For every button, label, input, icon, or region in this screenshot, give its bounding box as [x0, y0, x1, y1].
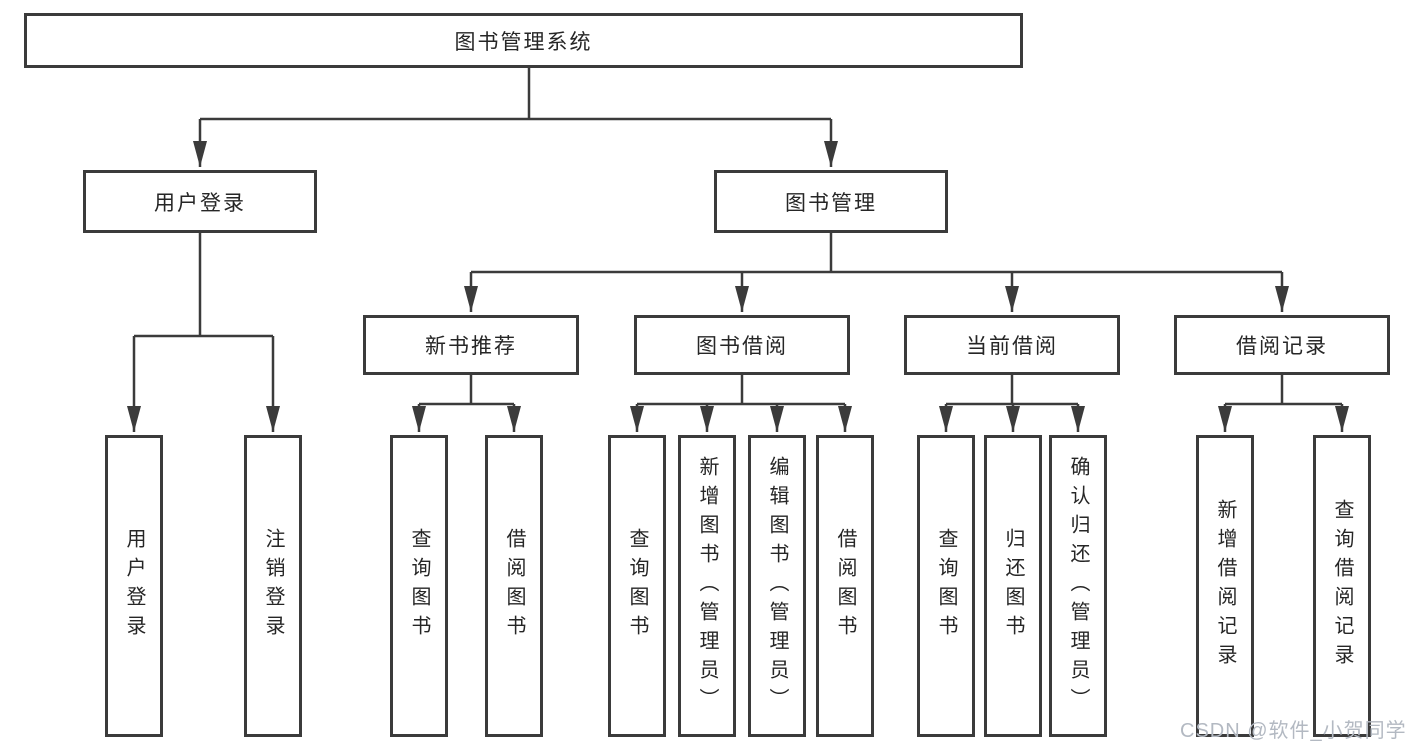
watermark: CSDN @软件_小贺同学 — [1180, 720, 1405, 742]
node-root: 图书管理系统 — [24, 13, 1023, 68]
node-book-borrowing-label: 图书借阅 — [696, 335, 788, 358]
node-nbr-borrow-books-label: 借阅图书 — [503, 528, 525, 644]
node-book-borrowing: 图书借阅 — [634, 315, 850, 375]
node-book-management: 图书管理 — [714, 170, 948, 233]
node-leaf-user-login-label: 用户登录 — [123, 528, 145, 644]
connector-arrows — [127, 119, 1349, 432]
node-nbr-borrow-books: 借阅图书 — [485, 435, 543, 737]
node-bb-borrow-books: 借阅图书 — [816, 435, 874, 737]
node-nbr-query-books: 查询图书 — [390, 435, 448, 737]
node-bb-edit-books: 编辑图书（管理员） — [748, 435, 806, 737]
node-current-borrowing-label: 当前借阅 — [966, 335, 1058, 358]
node-bb-edit-books-label: 编辑图书（管理员） — [766, 455, 788, 717]
node-current-borrowing: 当前借阅 — [904, 315, 1120, 375]
node-new-book-recommend-label: 新书推荐 — [425, 335, 517, 358]
node-br-query-record-label: 查询借阅记录 — [1331, 499, 1353, 673]
node-user-login-label: 用户登录 — [154, 191, 246, 215]
node-br-add-record: 新增借阅记录 — [1196, 435, 1254, 737]
node-nbr-query-books-label: 查询图书 — [408, 528, 430, 644]
node-leaf-logout-label: 注销登录 — [262, 528, 284, 644]
node-new-book-recommend: 新书推荐 — [363, 315, 579, 375]
node-leaf-logout: 注销登录 — [244, 435, 302, 737]
node-cb-query-books-label: 查询图书 — [935, 528, 957, 644]
node-cb-confirm-return-label: 确认归还（管理员） — [1067, 455, 1089, 717]
node-cb-return-books-label: 归还图书 — [1002, 528, 1024, 644]
node-br-query-record: 查询借阅记录 — [1313, 435, 1371, 737]
node-root-label: 图书管理系统 — [454, 30, 593, 54]
node-cb-return-books: 归还图书 — [984, 435, 1042, 737]
node-cb-query-books: 查询图书 — [917, 435, 975, 737]
node-book-management-label: 图书管理 — [785, 191, 877, 215]
node-user-login: 用户登录 — [83, 170, 317, 233]
node-bb-query-books: 查询图书 — [608, 435, 666, 737]
node-borrowing-records-label: 借阅记录 — [1236, 335, 1328, 358]
node-bb-add-books-label: 新增图书（管理员） — [696, 455, 718, 717]
node-bb-borrow-books-label: 借阅图书 — [834, 528, 856, 644]
node-br-add-record-label: 新增借阅记录 — [1214, 499, 1236, 673]
node-cb-confirm-return: 确认归还（管理员） — [1049, 435, 1107, 737]
node-leaf-user-login: 用户登录 — [105, 435, 163, 737]
node-bb-add-books: 新增图书（管理员） — [678, 435, 736, 737]
node-bb-query-books-label: 查询图书 — [626, 528, 648, 644]
node-borrowing-records: 借阅记录 — [1174, 315, 1390, 375]
